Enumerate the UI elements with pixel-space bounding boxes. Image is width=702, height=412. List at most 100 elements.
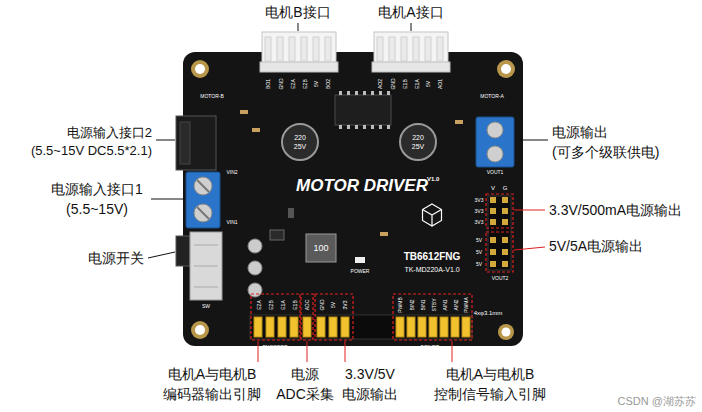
pin-label: BIN2: [408, 299, 414, 310]
chip-pin: [347, 91, 350, 95]
dc-jack-opening: [180, 122, 190, 164]
callout-text: 5V/5A电源输出: [549, 238, 643, 255]
pin-header: [488, 196, 511, 270]
terminal-screw: [194, 204, 212, 222]
solder-pad: [248, 261, 262, 275]
switch-lever: [176, 236, 190, 266]
mounting-hole: [498, 324, 514, 340]
pin-label: 3V3: [475, 219, 484, 225]
pin-label: AO1: [437, 79, 443, 89]
connector-slot: [277, 37, 283, 61]
pin-label: 5V: [476, 249, 482, 255]
pin-label: V: [491, 185, 495, 192]
switch-ridge: [194, 245, 218, 246]
board-text: DRIVER: [421, 344, 440, 350]
connector-slot: [289, 37, 295, 61]
header-pin: [462, 317, 470, 337]
pin-label: GND: [389, 78, 395, 89]
capacitor-text: 25V: [294, 143, 306, 151]
mounting-hole: [195, 64, 205, 74]
pin-label: AIN1: [441, 299, 447, 310]
callout-text: 电源输出 (可多个级联供电): [552, 123, 659, 162]
callout-text: 电源 ADC采集: [276, 365, 334, 404]
callout-text: 电源输入接口1 (5.5~15V): [51, 180, 143, 219]
connector-base: [372, 62, 450, 72]
pin-label: 3V3: [342, 301, 348, 310]
capacitor: [282, 124, 318, 160]
leader-line: [515, 140, 548, 141]
header-pin: [490, 197, 496, 203]
board-text: VOUT1: [487, 169, 504, 175]
pin-label: E1A: [413, 79, 419, 88]
header-pin: [490, 261, 496, 267]
pin-label: BIN1: [419, 299, 425, 310]
header-pin: [502, 237, 508, 243]
mounting-hole: [191, 321, 209, 339]
callout-text: 电源开关: [88, 250, 144, 267]
header-pin: [490, 219, 496, 225]
board-text: V1.0: [427, 176, 439, 183]
header-pin: [278, 317, 286, 337]
board-text: SW: [202, 303, 210, 309]
pin-label: E2A: [289, 79, 295, 88]
header-pin: [303, 317, 311, 337]
pin-label: E2B: [267, 300, 273, 309]
header-pin: [396, 317, 404, 337]
leader-line: [345, 341, 346, 362]
header-pin: [502, 249, 508, 255]
callout-text: 电机A与电机B 控制信号输入引脚: [434, 365, 546, 404]
pin-label: E2A: [255, 300, 261, 309]
connector-slot: [377, 37, 383, 61]
pin-label: 5V: [313, 81, 319, 87]
highlight-box: [315, 294, 353, 340]
screw-slot: [197, 207, 209, 219]
header-pin: [429, 317, 437, 337]
driver-chip: [335, 95, 391, 125]
motor-connector: [374, 32, 448, 66]
header-pin: [490, 249, 496, 255]
chip-pin: [347, 125, 350, 129]
power-led: [355, 257, 365, 263]
callout-text: 3.3V/500mA电源输出: [549, 202, 682, 219]
chip-pin: [363, 125, 366, 129]
terminal-screw: [487, 122, 503, 138]
leader-line: [298, 23, 299, 31]
pin-label: 3V3: [475, 208, 484, 214]
header-pin: [341, 317, 349, 337]
connector-slot: [437, 37, 443, 61]
connector-base: [260, 62, 338, 72]
chip-pin: [339, 91, 342, 95]
terminal-screw: [194, 177, 212, 195]
pin-label: GND: [318, 299, 324, 310]
pin-label: 5V: [330, 302, 336, 308]
board-text: MOTOR-A: [480, 93, 504, 99]
header-pin: [490, 237, 496, 243]
power-switch: [190, 232, 222, 300]
leader-line: [148, 252, 175, 258]
header-pin: [502, 208, 508, 214]
pin-label: AIN2: [452, 299, 458, 310]
header-pin: [502, 197, 508, 203]
pin-label: 5V: [476, 261, 482, 267]
chip-pin: [355, 91, 358, 95]
screw-terminal: [476, 117, 514, 167]
highlight-box: [301, 294, 313, 340]
pin-label: E1A: [279, 300, 285, 309]
watermark: CSDN @湖苏苏: [618, 395, 696, 408]
board-text: POWER: [351, 268, 370, 274]
chip-pin: [371, 125, 374, 129]
leader-line: [452, 341, 453, 362]
highlight-box: [393, 294, 472, 340]
mounting-hole: [195, 325, 205, 335]
pin-label: E1B: [291, 300, 297, 309]
callout-text: 电源输入接口2 (5.5~15V DC5.5*2.1): [30, 124, 152, 160]
header-pin: [440, 317, 448, 337]
callout-text: 电机A与电机B 编码器输出引脚: [163, 365, 261, 404]
chip-pin: [379, 91, 382, 95]
connector-slot: [265, 37, 271, 61]
header-pin: [329, 317, 337, 337]
chip-pin: [363, 91, 366, 95]
board-text: MOTOR-B: [200, 93, 224, 99]
header-pin: [490, 208, 496, 214]
chip-pin: [387, 125, 390, 129]
